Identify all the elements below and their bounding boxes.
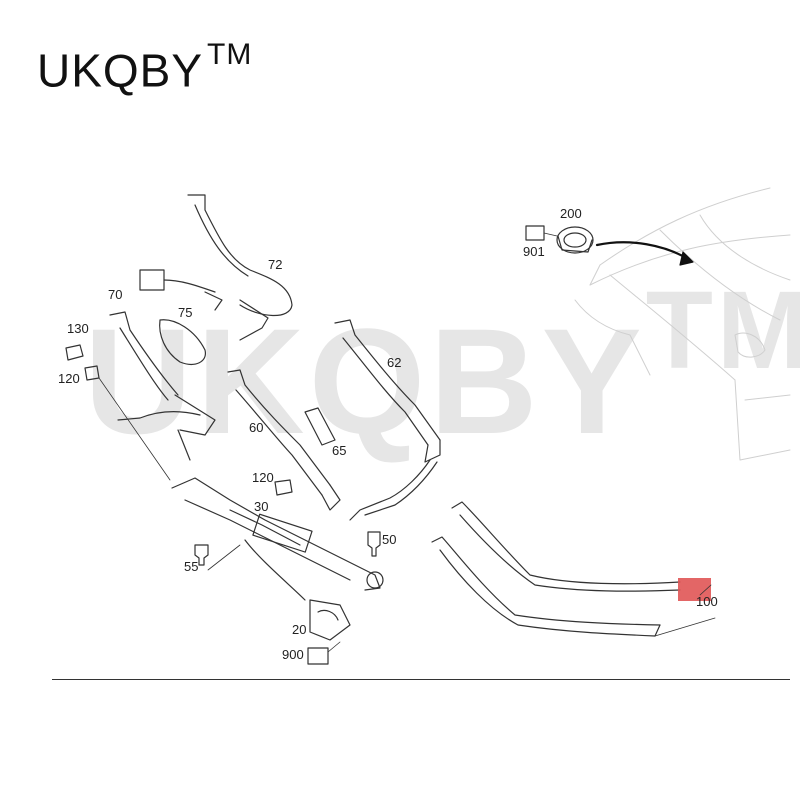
watermark-mark: TM (645, 269, 800, 392)
part-label-55: 55 (184, 559, 199, 574)
part-label-72: 72 (268, 257, 283, 272)
watermark: UKQBYTM (84, 276, 800, 457)
part-label-120a: 120 (58, 371, 80, 386)
linkage-70-part (109, 311, 216, 461)
part-label-50: 50 (382, 532, 397, 547)
sensor-arrowhead (679, 251, 694, 266)
wiper-blades-part (431, 501, 716, 637)
part-label-60: 60 (249, 420, 264, 435)
trademark-mark: TM (207, 38, 253, 71)
rain-sensor-part (556, 226, 594, 254)
part-label-75: 75 (178, 305, 193, 320)
highlight-marker (678, 578, 711, 601)
sensor-pad-part (525, 225, 545, 241)
cap-130-part (65, 344, 84, 361)
clip-65-part (304, 407, 336, 446)
watermark-text: UKQBY (84, 297, 646, 465)
part-label-62: 62 (387, 355, 402, 370)
nut-120b-part (274, 479, 293, 496)
part-label-900: 900 (282, 647, 304, 662)
arm-62-part (334, 319, 441, 521)
part-label-120b: 120 (252, 470, 274, 485)
harness-72-part (139, 194, 293, 341)
part-label-200: 200 (560, 206, 582, 221)
part-label-100: 100 (696, 594, 718, 609)
car-outline (574, 187, 791, 461)
arm-60-part (227, 369, 341, 511)
nut-120a-part (84, 365, 100, 381)
wiper-frame-part (171, 477, 384, 641)
part-label-30: 30 (254, 499, 269, 514)
brand-name: UKQBY (37, 44, 204, 97)
part-label-130: 130 (67, 321, 89, 336)
pad-900-part (307, 647, 329, 665)
bolt-50-part (367, 531, 381, 557)
part-label-65: 65 (332, 443, 347, 458)
bolt-55-part (194, 544, 209, 566)
baseline-divider (52, 679, 790, 680)
part-label-20: 20 (292, 622, 307, 637)
part-label-70: 70 (108, 287, 123, 302)
part-label-901: 901 (523, 244, 545, 259)
cover-75-part (159, 319, 206, 365)
